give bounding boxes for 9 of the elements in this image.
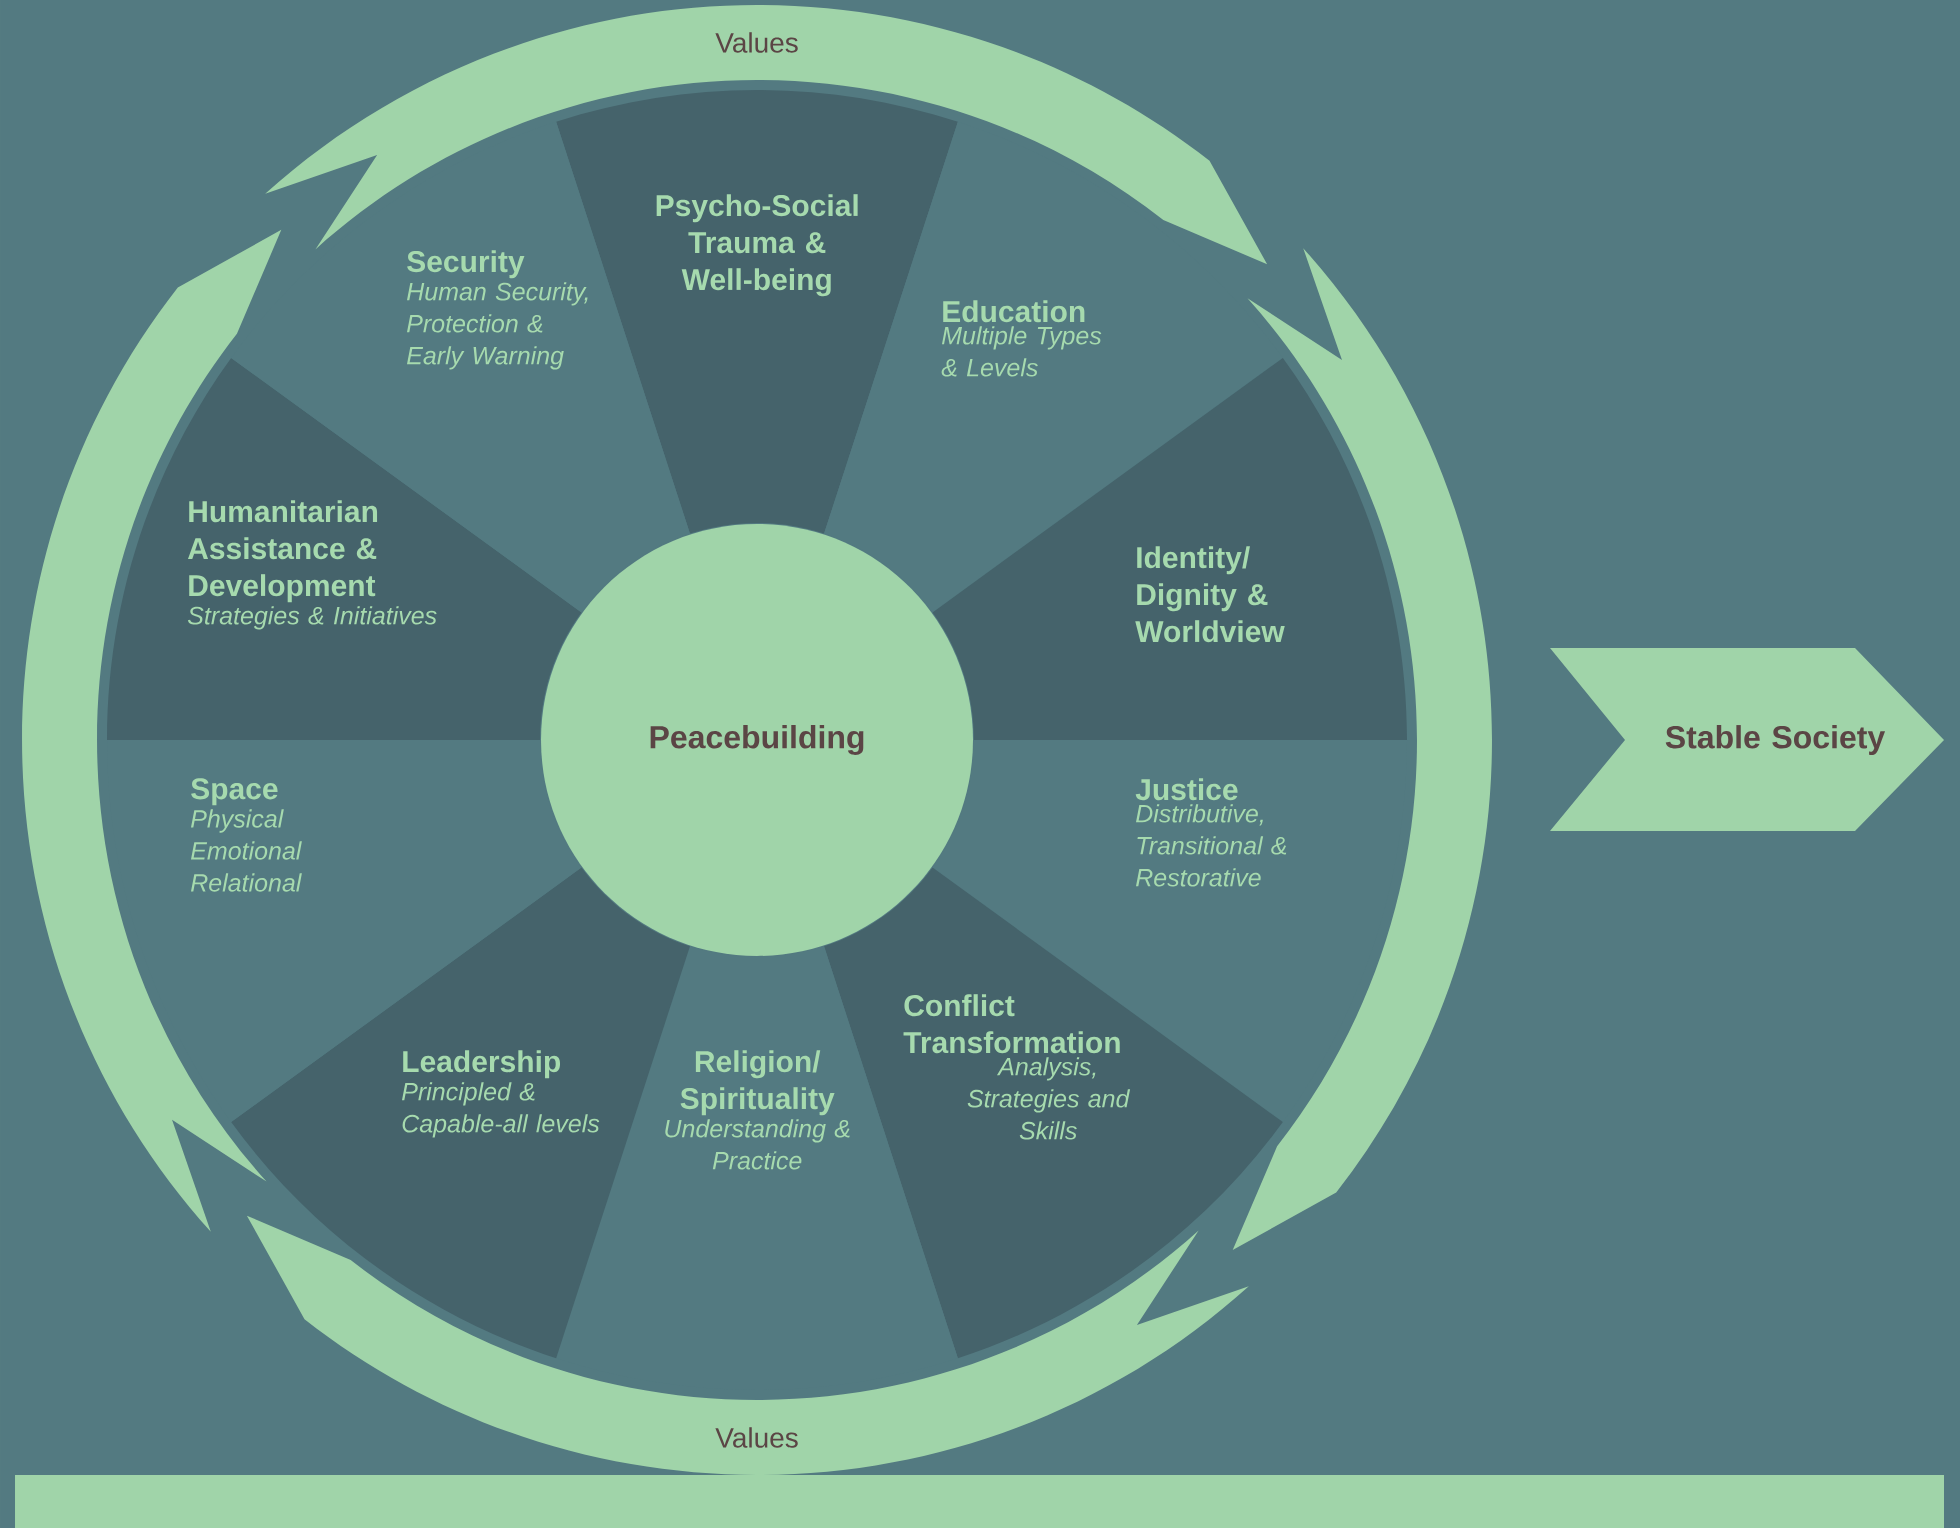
segment-label: Justice Distributive, Transitional & Restorative xyxy=(1135,778,1287,887)
segment-label: Leadership Principled & Capable-all levels xyxy=(402,1050,600,1138)
segment-label: Space Physical Emotional Relational xyxy=(191,778,302,892)
segment-label: Conflict Transformation Analysis, Strategies and Skills xyxy=(903,994,1131,1140)
segment-label: Religion/ Spirituality Understanding & Practice xyxy=(665,1050,850,1170)
segment-label: Identity/ Dignity & Worldview xyxy=(1135,546,1285,643)
segment-label: Humanitarian Assistance & Development Strategies & Initiatives xyxy=(187,500,437,630)
segment-label: Education Multiple Types & Levels xyxy=(941,300,1102,377)
base-bar xyxy=(15,1475,1944,1528)
